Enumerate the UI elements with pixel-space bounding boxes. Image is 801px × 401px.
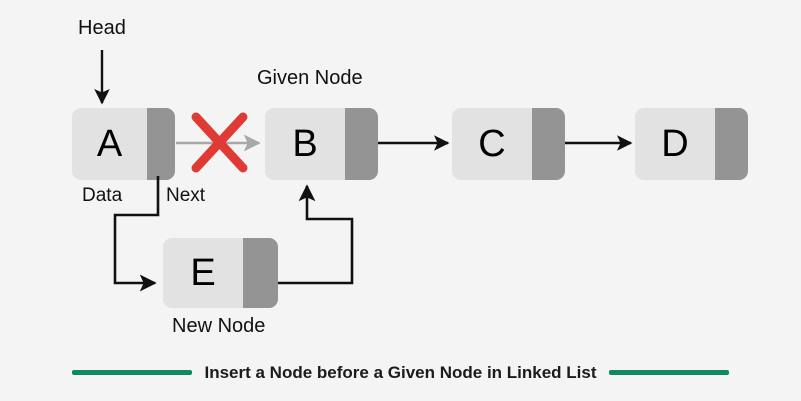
node-d-data: D xyxy=(635,108,715,180)
node-e-next xyxy=(243,238,278,308)
head-label: Head xyxy=(78,17,126,39)
given-node-label: Given Node xyxy=(257,67,363,89)
caption: Insert a Node before a Given Node in Lin… xyxy=(0,358,801,386)
node-b-data: B xyxy=(265,108,345,180)
node-a-next xyxy=(147,108,175,180)
node-d-next xyxy=(715,108,748,180)
caption-rule-right xyxy=(608,369,729,375)
link-e-to-b xyxy=(278,184,354,285)
node-b[interactable]: B xyxy=(265,108,378,180)
data-label: Data xyxy=(82,185,123,206)
node-a[interactable]: A xyxy=(72,108,175,180)
node-c-next xyxy=(532,108,565,180)
node-e-data: E xyxy=(163,238,243,308)
node-a-data: A xyxy=(72,108,147,180)
node-c-data: C xyxy=(452,108,532,180)
red-x-icon xyxy=(191,112,248,173)
caption-text: Insert a Node before a Given Node in Lin… xyxy=(204,362,597,382)
node-d[interactable]: D xyxy=(635,108,748,180)
node-e[interactable]: E xyxy=(163,238,278,308)
node-c[interactable]: C xyxy=(452,108,565,180)
caption-rule-left xyxy=(72,369,193,375)
node-b-next xyxy=(345,108,378,180)
new-node-label: New Node xyxy=(172,315,266,337)
next-label: Next xyxy=(166,185,206,206)
